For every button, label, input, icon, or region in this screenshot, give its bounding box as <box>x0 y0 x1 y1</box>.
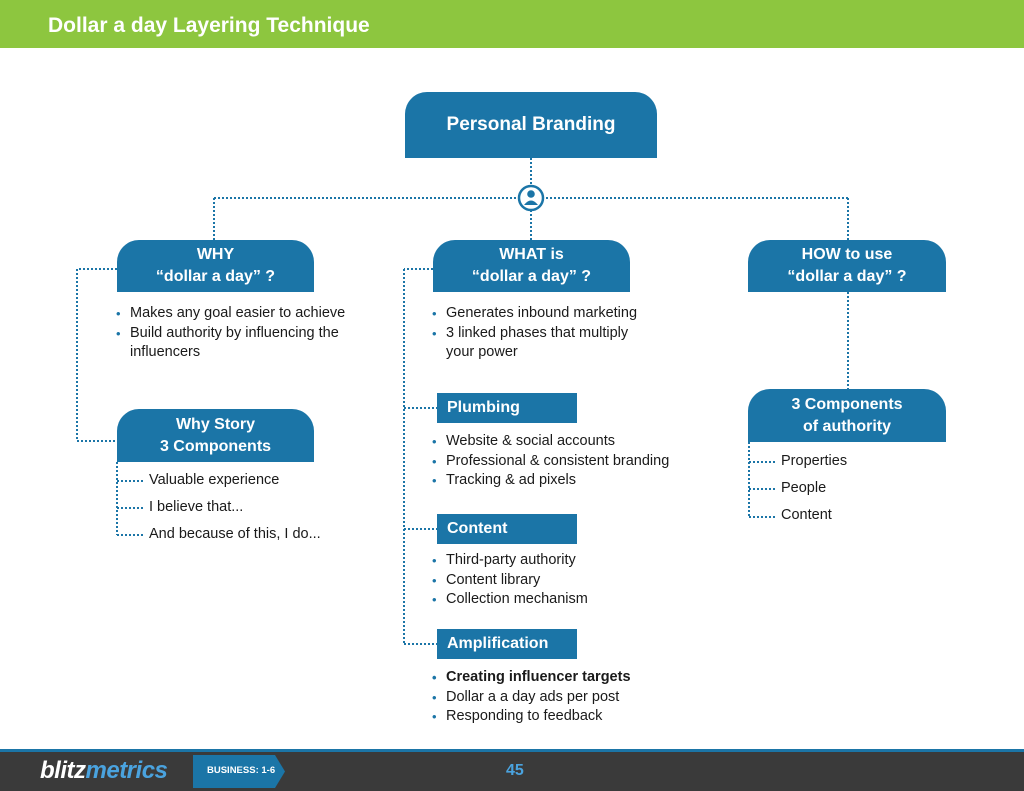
content-node: Content <box>437 514 577 544</box>
footer-rule <box>0 749 1024 752</box>
why-story-title-line1: Why Story <box>175 415 256 433</box>
authority-title-line2: of authority <box>803 417 891 435</box>
blitzmetrics-logo: blitzmetrics <box>40 756 168 786</box>
list-item: Makes any goal easier to achieve <box>114 304 374 324</box>
list-item: 3 linked phases that multiply <box>430 324 690 344</box>
list-item: influencers <box>130 344 201 360</box>
plumbing-title: Plumbing <box>447 399 520 416</box>
content-bullets: Third-party authority Content library Co… <box>430 551 720 610</box>
list-item: Valuable experience <box>149 472 280 488</box>
logo-part2: metrics <box>85 757 168 784</box>
authority-title-line1: 3 Components <box>791 395 903 413</box>
what-bullets: Generates inbound marketing 3 linked pha… <box>430 304 690 363</box>
section-label: BUSINESS: 1-6 <box>207 765 276 776</box>
header-bar: Dollar a day Layering Technique <box>0 0 1024 48</box>
footer-bar <box>0 752 1024 791</box>
list-item: your power <box>446 344 518 360</box>
how-title-line2: “dollar a day” ? <box>787 268 907 285</box>
list-item: Creating influencer targets <box>430 668 720 688</box>
why-node: WHY “dollar a day” ? <box>117 240 314 292</box>
list-item: Dollar a a day ads per post <box>430 688 720 708</box>
list-item: Content <box>781 507 832 523</box>
amplification-title: Amplification <box>447 635 549 652</box>
list-item: And because of this, I do... <box>149 526 321 542</box>
how-title-line1: HOW to use <box>801 246 893 263</box>
list-item: People <box>781 480 827 496</box>
logo-part1: blitz <box>40 757 86 784</box>
list-item: Third-party authority <box>430 551 720 571</box>
why-story-node: Why Story 3 Components <box>117 409 314 462</box>
what-title-line1: WHAT is <box>499 246 564 263</box>
amplification-bullets: Creating influencer targets Dollar a a d… <box>430 668 720 727</box>
list-item: Tracking & ad pixels <box>430 471 720 491</box>
list-item: Collection mechanism <box>430 590 720 610</box>
plumbing-bullets: Website & social accounts Professional &… <box>430 432 720 491</box>
page-title: Dollar a day Layering Technique <box>48 14 370 37</box>
how-node: HOW to use “dollar a day” ? <box>748 240 946 292</box>
why-title-line2: “dollar a day” ? <box>155 268 276 285</box>
list-item: Properties <box>781 453 848 469</box>
why-story-title-line2: 3 Components <box>159 437 272 455</box>
why-story-items: Valuable experience I believe that... An… <box>117 467 357 548</box>
list-item: Content library <box>430 571 720 591</box>
amplification-node: Amplification <box>437 629 577 659</box>
what-title-line2: “dollar a day” ? <box>471 268 592 285</box>
why-bullets: Makes any goal easier to achieve Build a… <box>114 304 374 363</box>
why-title-line1: WHY <box>196 246 235 263</box>
authority-items: Properties People Content <box>749 448 949 529</box>
page-number: 45 <box>506 762 524 779</box>
section-badge <box>193 755 285 788</box>
person-icon <box>517 184 545 212</box>
root-node-label: Personal Branding <box>446 114 616 135</box>
list-item: Build authority by influencing the <box>114 324 374 344</box>
list-item: I believe that... <box>149 499 244 515</box>
root-node: Personal Branding <box>405 92 657 158</box>
list-item: Professional & consistent branding <box>430 452 720 472</box>
list-item: Responding to feedback <box>430 707 720 727</box>
what-node: WHAT is “dollar a day” ? <box>433 240 630 292</box>
content-title: Content <box>447 520 508 537</box>
list-item: Generates inbound marketing <box>430 304 690 324</box>
plumbing-node: Plumbing <box>437 393 577 423</box>
list-item: Website & social accounts <box>430 432 720 452</box>
authority-node: 3 Components of authority <box>748 389 946 442</box>
